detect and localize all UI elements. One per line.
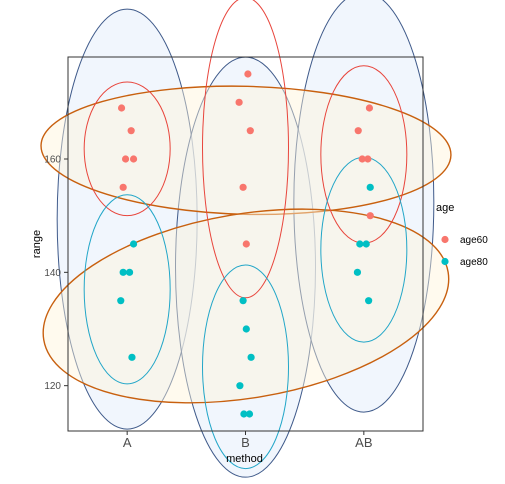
age-ellipse-age60 [40,85,452,216]
y-axis-title: range [31,230,43,258]
group-ellipse-b-age60 [202,0,289,299]
x-tick-label-a: A [123,435,132,450]
point-age80-b-20 [239,297,247,305]
point-age80-b-25 [240,410,248,418]
x-tick-label-b: B [241,435,250,450]
point-age60-a-4 [119,183,127,191]
legend-key-age60 [441,235,449,244]
point-age80-a-16 [119,268,127,276]
y-tick-label-160: 160 [44,155,61,166]
point-age60-a-2 [121,155,130,163]
point-age80-ab-30 [365,297,373,305]
y-tick-label-120: 120 [44,381,61,392]
point-age60-b-9 [242,240,250,248]
point-age80-a-15 [129,240,138,248]
point-age60-ab-10 [365,104,374,112]
legend-key-age80 [441,257,449,266]
point-age60-ab-12 [364,155,372,163]
group-ellipse-b-age80 [202,264,289,470]
point-age80-ab-29 [353,268,362,276]
y-tick-label-140: 140 [44,268,61,279]
point-age60-a-0 [117,104,126,112]
group-ellipse-a-age60 [83,81,171,217]
point-age60-b-6 [235,98,243,106]
point-age80-a-17 [125,268,134,276]
point-age80-ab-27 [356,240,364,248]
point-age80-a-19 [128,353,136,361]
point-age80-ab-28 [362,240,370,248]
point-age80-b-22 [247,353,255,361]
point-age60-b-8 [239,183,247,191]
point-age60-b-7 [246,127,254,135]
group-ellipse-a-age80 [83,194,171,385]
age-ellipse-age80 [42,208,450,404]
legend-title: age [436,202,454,214]
point-age80-b-24 [245,410,254,418]
point-age60-ab-13 [358,155,366,163]
point-age60-ab-11 [354,127,362,135]
point-age80-ab-26 [366,183,374,191]
point-age60-b-5 [244,70,252,78]
point-age80-a-18 [117,297,125,305]
point-age60-a-1 [127,127,135,135]
x-tick-label-ab: AB [355,435,372,450]
point-age60-a-3 [129,155,138,163]
point-age80-b-21 [242,325,250,333]
point-age80-b-23 [236,382,244,390]
x-axis-title: method [226,453,263,465]
legend-label-age60: age60 [460,235,488,246]
point-age60-ab-14 [366,212,374,220]
legend-label-age80: age80 [460,257,488,268]
